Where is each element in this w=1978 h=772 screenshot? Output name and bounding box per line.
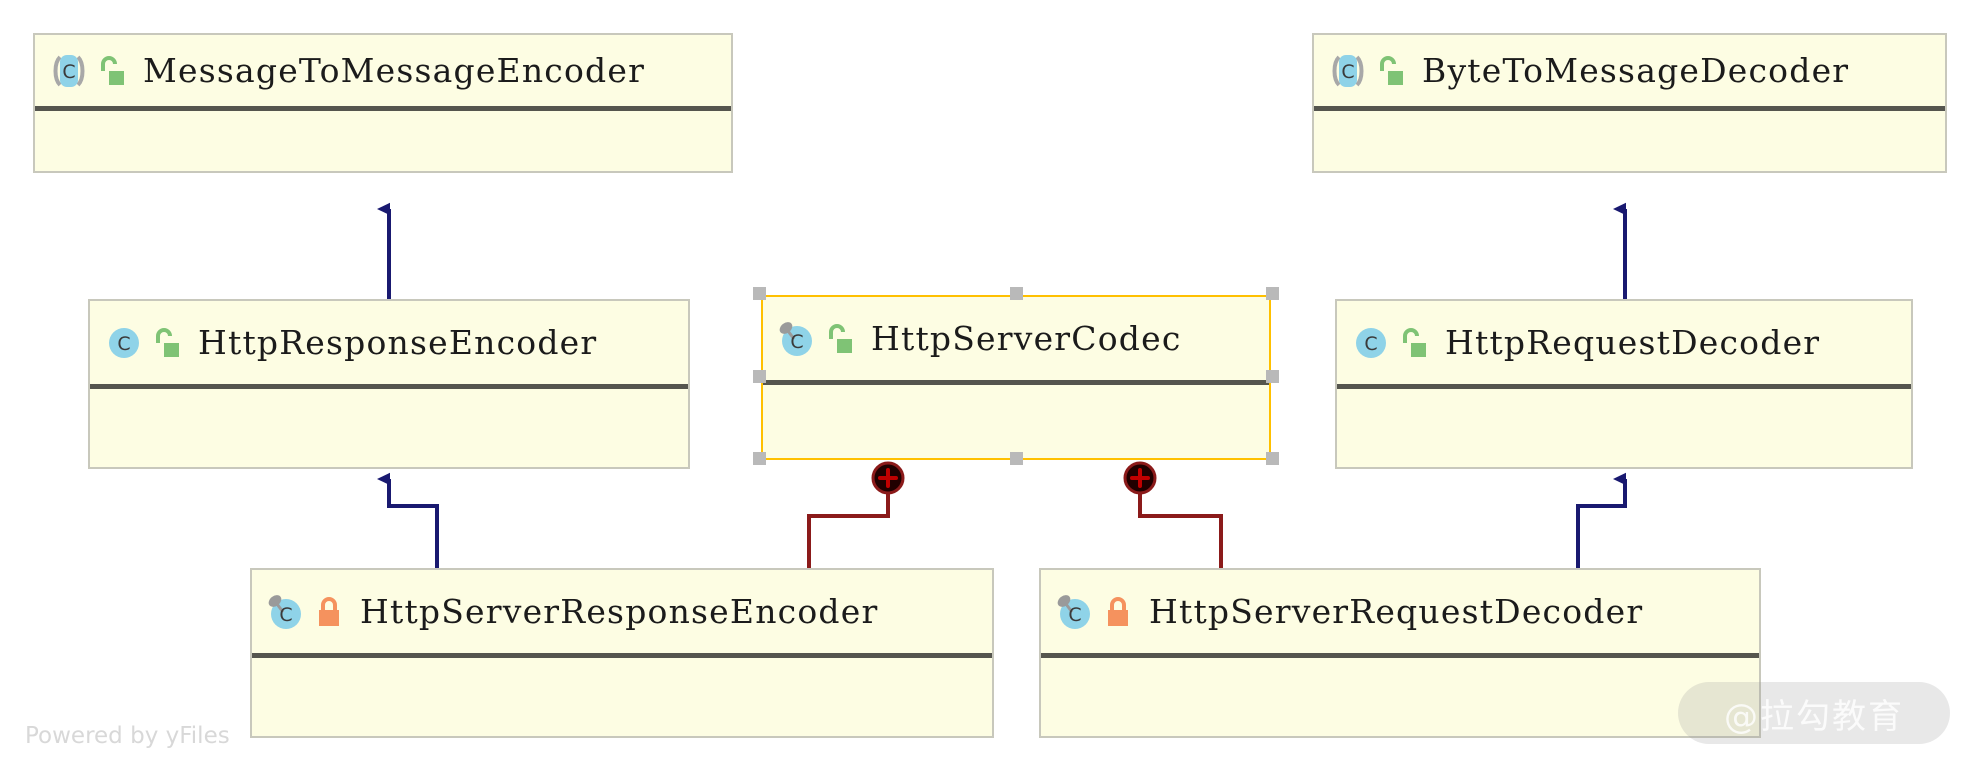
class-header: C HttpServerCodec — [763, 297, 1269, 385]
selection-handle[interactable] — [1010, 287, 1023, 300]
class-attributes-compartment — [1314, 111, 1945, 171]
selection-handle[interactable] — [1266, 452, 1279, 465]
class-name-label: HttpResponseEncoder — [198, 323, 598, 362]
class-name-label: HttpServerRequestDecoder — [1149, 592, 1644, 631]
class-name-label: HttpServerCodec — [871, 319, 1182, 358]
class-header: C MessageToMessageEncoder — [35, 35, 731, 111]
svg-text:C: C — [790, 331, 803, 353]
plus-circle-icon — [1123, 461, 1157, 495]
edge-nested-server-response-encoder[interactable] — [807, 461, 905, 568]
class-header: C HttpServerResponseEncoder — [252, 570, 992, 658]
class-name-label: MessageToMessageEncoder — [143, 51, 646, 90]
svg-text:C: C — [1364, 333, 1377, 355]
svg-text:C: C — [117, 333, 130, 355]
selection-handle[interactable] — [753, 370, 766, 383]
class-header: C HttpServerRequestDecoder — [1041, 570, 1759, 658]
class-header: C HttpRequestDecoder — [1337, 301, 1911, 389]
class-attributes-compartment — [90, 389, 688, 467]
svg-text:C: C — [62, 61, 75, 83]
unlocked-green-icon — [825, 322, 855, 356]
watermark-text: @拉勾教育 — [1724, 696, 1904, 737]
selection-handle[interactable] — [1266, 370, 1279, 383]
yfiles-credit: Powered by yFiles — [25, 723, 230, 749]
class-icon: C — [102, 321, 146, 365]
svg-text:C: C — [1068, 604, 1081, 626]
uml-class-node-http-request-decoder[interactable]: C HttpRequestDecoder — [1335, 299, 1913, 469]
class-header: C ByteToMessageDecoder — [1314, 35, 1945, 111]
abstract-class-icon: C — [1326, 49, 1370, 93]
uml-class-node-http-server-request-decoder[interactable]: C HttpServerRequestDecoder — [1039, 568, 1761, 738]
uml-class-node-http-server-codec[interactable]: C HttpServerCodec — [761, 295, 1271, 460]
unlocked-green-icon — [1399, 326, 1429, 360]
class-pinned-icon: C — [1053, 590, 1097, 634]
uml-class-node-message-to-message-encoder[interactable]: C MessageToMessageEncoder — [33, 33, 733, 173]
svg-text:C: C — [279, 604, 292, 626]
unlocked-green-icon — [1376, 54, 1406, 88]
watermark-badge: @拉勾教育 — [1678, 682, 1950, 744]
class-attributes-compartment — [1337, 389, 1911, 467]
class-pinned-icon: C — [775, 317, 819, 361]
edge-generalization-server-response-encoder[interactable] — [377, 472, 439, 568]
edge-nested-server-request-decoder[interactable] — [1123, 461, 1223, 568]
class-pinned-icon: C — [264, 590, 308, 634]
unlocked-green-icon — [152, 326, 182, 360]
class-name-label: HttpServerResponseEncoder — [360, 592, 879, 631]
locked-orange-icon — [1103, 595, 1133, 629]
class-attributes-compartment — [35, 111, 731, 171]
abstract-class-icon: C — [47, 49, 91, 93]
class-attributes-compartment — [763, 385, 1269, 458]
selection-handle[interactable] — [1010, 452, 1023, 465]
class-name-label: HttpRequestDecoder — [1445, 323, 1821, 362]
edge-generalization-server-request-decoder[interactable] — [1576, 472, 1627, 568]
selection-handle[interactable] — [1266, 287, 1279, 300]
uml-class-node-byte-to-message-decoder[interactable]: C ByteToMessageDecoder — [1312, 33, 1947, 173]
uml-class-node-http-response-encoder[interactable]: C HttpResponseEncoder — [88, 299, 690, 469]
unlocked-green-icon — [97, 54, 127, 88]
uml-class-node-http-server-response-encoder[interactable]: C HttpServerResponseEncoder — [250, 568, 994, 738]
selection-handle[interactable] — [753, 287, 766, 300]
class-header: C HttpResponseEncoder — [90, 301, 688, 389]
plus-circle-icon — [871, 461, 905, 495]
selection-handle[interactable] — [753, 452, 766, 465]
class-attributes-compartment — [252, 658, 992, 736]
locked-orange-icon — [314, 595, 344, 629]
svg-text:C: C — [1341, 61, 1354, 83]
class-name-label: ByteToMessageDecoder — [1422, 51, 1850, 90]
class-icon: C — [1349, 321, 1393, 365]
class-attributes-compartment — [1041, 658, 1759, 736]
